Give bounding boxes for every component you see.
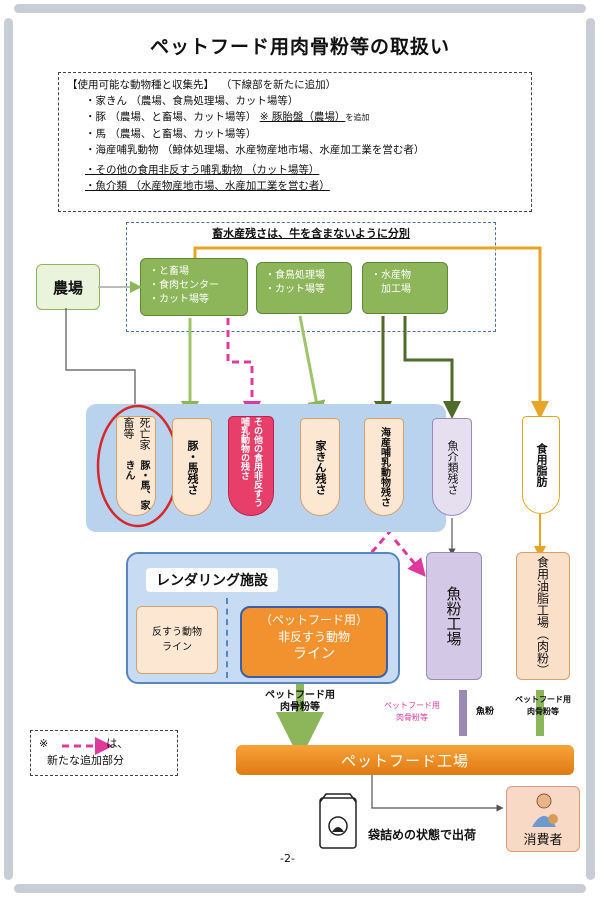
non-ruminant-line: （ペットフード用） 非反すう動物 ライン bbox=[240, 606, 388, 678]
pet-food-bag-icon bbox=[319, 793, 357, 849]
consumer-box: 消費者 bbox=[506, 786, 580, 852]
tube-fish: 魚介類残さ bbox=[432, 418, 472, 516]
rendering-facility: レンダリング施設 反すう動物ライン （ペットフード用） 非反すう動物 ライン bbox=[126, 552, 400, 684]
fat-arrow bbox=[193, 246, 549, 419]
fat-plant-sub: （肉粉） bbox=[535, 628, 550, 676]
fat-plant: 食用油脂工場 （肉粉） bbox=[516, 552, 570, 680]
fat-plant-label: 食用油脂工場 bbox=[535, 556, 550, 628]
poultry-plant-box: ・食鳥処理場 ・カット場等 bbox=[256, 262, 352, 314]
tube-pig-horse: 豚・馬残さ bbox=[172, 418, 212, 516]
page-number: -2- bbox=[280, 852, 295, 865]
legend-text: 新たな追加部分 bbox=[47, 754, 124, 767]
source-line: ・カット場等 bbox=[265, 284, 325, 295]
packed-shipment-text: 袋詰めの状態で出荷 bbox=[368, 828, 477, 842]
product-text: ペットフード用 bbox=[384, 701, 440, 710]
tube-dead-stock: 死亡家畜等 豚・馬、家きん bbox=[116, 416, 156, 516]
product-mbm: ペットフード用 肉骨粉等 bbox=[258, 690, 342, 714]
tube-marine: 海産哺乳動物残さ bbox=[364, 418, 404, 516]
pig-placenta-note: ※ 豚胎盤（農場） bbox=[259, 111, 346, 123]
frame-right bbox=[586, 18, 595, 880]
species-item: ・豚 （農場、と畜場、カット場等） bbox=[85, 111, 257, 123]
consumer-with-pet-icon bbox=[532, 793, 558, 827]
source-line: ・食鳥処理場 bbox=[265, 270, 325, 281]
species-item-new: ・魚介類 （水産物産地市場、水産加工業を営む者） bbox=[85, 180, 330, 192]
dead-stock-arrow bbox=[65, 308, 139, 416]
banner-text: 畜水産残さは、牛を含まないように分別 bbox=[212, 227, 410, 240]
ruminant-text: 反すう動物 bbox=[152, 627, 202, 638]
product-fishmeal: 魚粉 bbox=[475, 707, 494, 717]
source-line: ・水産物 bbox=[371, 270, 411, 281]
product-text: 肉骨粉等 bbox=[280, 702, 320, 713]
product-text: ペットフード用 bbox=[265, 690, 335, 701]
species-item-new: ・その他の食用非反すう哺乳動物 （カット場等） bbox=[85, 164, 320, 176]
legend-text: は、 bbox=[106, 737, 129, 750]
species-item: ・馬 （農場、と畜場、カット場等） bbox=[85, 128, 257, 140]
product-text: 肉骨粉等 bbox=[396, 713, 428, 722]
ruminant-text: ライン bbox=[162, 642, 192, 653]
product-text: 肉骨粉等 bbox=[527, 707, 559, 716]
tube-sublabel: 豚・馬、家きん bbox=[123, 460, 149, 511]
product-meatmeal: ペットフード用 肉骨粉等 bbox=[504, 694, 582, 718]
species-item: ・家きん （農場、食鳥処理場、カット場等） bbox=[85, 95, 299, 107]
seafood-plant-box: ・水産物 加工場 bbox=[362, 262, 448, 314]
other-arrow bbox=[226, 318, 261, 419]
fish-arrow bbox=[403, 316, 461, 419]
source-line: ・カット場等 bbox=[149, 294, 209, 305]
rendering-divider bbox=[226, 598, 228, 678]
source-line: ・と畜場 bbox=[149, 266, 189, 277]
tube-fat: 食用脂肪 bbox=[522, 416, 560, 514]
species-item: ・海産哺乳動物 （鯨体処理場、水産物産地市場、水産加工業を営む者） bbox=[85, 144, 425, 156]
species-box: 【使用可能な動物種と収集先】 （下線部を新たに追加） ・家きん （農場、食鳥処理… bbox=[58, 72, 532, 212]
nonrum-text: （ペットフード用） bbox=[259, 613, 368, 627]
consumer-label: 消費者 bbox=[523, 833, 563, 848]
legend-mark: ※ bbox=[39, 737, 49, 750]
tube-other: その他の食用非反すう哺乳動物の残さ bbox=[228, 416, 274, 516]
product-petfood-mbm: ペットフード用 肉骨粉等 bbox=[378, 700, 446, 724]
product-text: ペットフード用 bbox=[515, 695, 571, 704]
poultry-arrow bbox=[298, 315, 326, 419]
rendering-title: レンダリング施設 bbox=[146, 568, 278, 592]
nonrum-text: 非反すう動物 bbox=[277, 630, 350, 644]
pig-placenta-suffix: を追加 bbox=[345, 113, 370, 122]
species-header: 【使用可能な動物種と収集先】 bbox=[67, 79, 214, 91]
page-title: ペットフード用肉骨粉等の取扱い bbox=[149, 36, 450, 58]
frame-bottom bbox=[14, 884, 586, 893]
highlight-circle bbox=[96, 404, 180, 528]
tube-poultry: 家きん残さ bbox=[300, 418, 340, 516]
frame-top bbox=[14, 4, 586, 13]
tube-label: 死亡家畜等 bbox=[122, 417, 151, 450]
separation-banner: 畜水産残さは、牛を含まないように分別 bbox=[126, 222, 496, 332]
petfood-factory: ペットフード工場 bbox=[236, 745, 574, 775]
frame-left bbox=[4, 18, 13, 880]
ruminant-line: 反すう動物ライン bbox=[136, 606, 218, 674]
fishmeal-plant: 魚粉工場 bbox=[426, 552, 482, 680]
source-line: 加工場 bbox=[381, 284, 411, 295]
species-header-note: （下線部を新たに追加） bbox=[220, 79, 337, 91]
nonrum-text: ライン bbox=[293, 646, 335, 662]
legend: ※ は、 新たな追加部分 bbox=[30, 730, 178, 776]
source-line: ・食肉センター bbox=[149, 280, 219, 291]
slaughterhouse-box: ・と畜場 ・食肉センター ・カット場等 bbox=[140, 258, 248, 316]
